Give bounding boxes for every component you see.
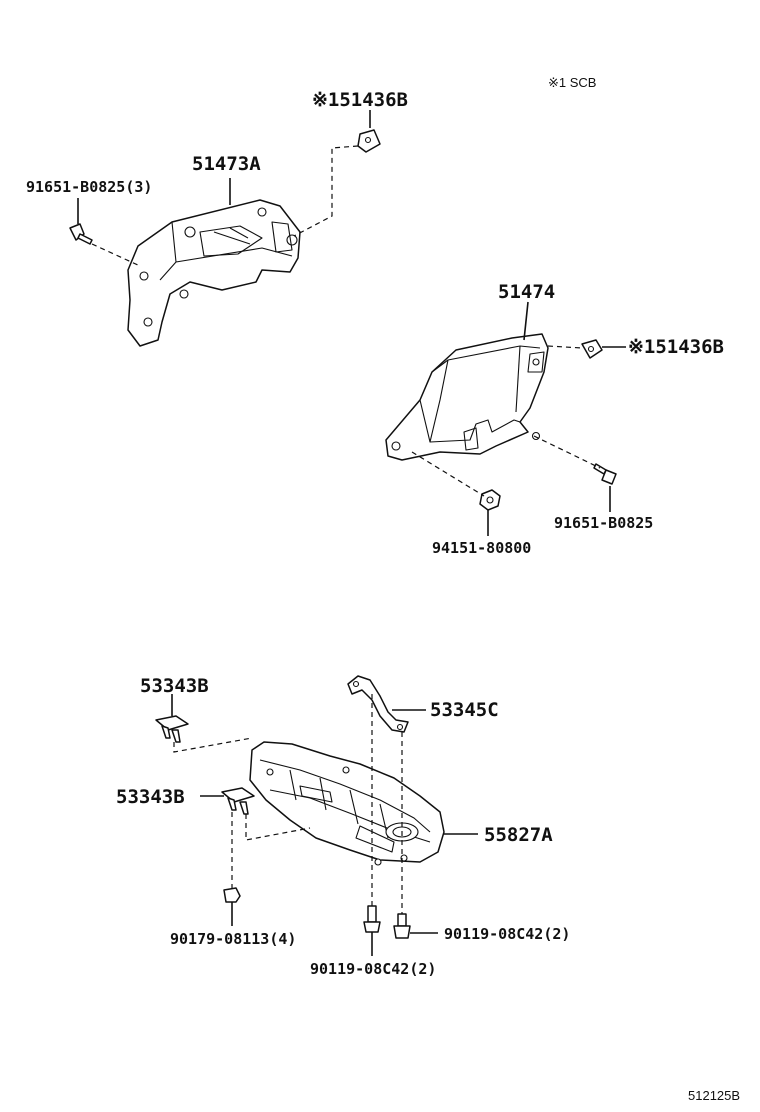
part-51436b-clip-top-drawing [357,129,381,153]
label-53343b-mid: 53343B [116,786,185,808]
label-91651-b0825: 91651-B0825 [554,514,653,532]
label-90119-08c42-2-right: 90119-08C42(2) [444,925,570,943]
part-53343b-mid-drawing [221,787,255,815]
bolt-90119-right-drawing [393,913,411,939]
label-94151-80800: 94151-80800 [432,539,531,557]
screw-90179-drawing [223,887,241,903]
bolt-90119-center-drawing [363,905,381,933]
label-53343b-top: 53343B [140,675,209,697]
part-51473a-drawing [127,199,301,347]
bolt-91651-top-left-drawing [69,223,93,245]
label-51436b-top: ※151436B [312,89,408,111]
label-90119-08c42-2-bottom: 90119-08C42(2) [310,960,436,978]
label-91651-b0825-3: 91651-B0825(3) [26,178,152,196]
nut-94151-drawing [479,489,501,511]
label-51474: 51474 [498,281,555,303]
part-51474-drawing [385,333,549,461]
label-51436b-right: ※151436B [628,336,724,358]
label-53345c: 53345C [430,699,499,721]
part-55827a-drawing [249,741,445,866]
label-51473a: 51473A [192,153,261,175]
note-scb: ※1 SCB [548,75,596,90]
part-53345c-drawing [347,675,409,733]
part-51436b-clip-right-drawing [581,339,603,359]
label-90179-08113-4: 90179-08113(4) [170,930,296,948]
bolt-91651-right-drawing [593,463,617,485]
part-53343b-top-drawing [155,715,189,743]
label-55827a: 55827A [484,824,553,846]
figure-code: 512125B [688,1088,740,1103]
